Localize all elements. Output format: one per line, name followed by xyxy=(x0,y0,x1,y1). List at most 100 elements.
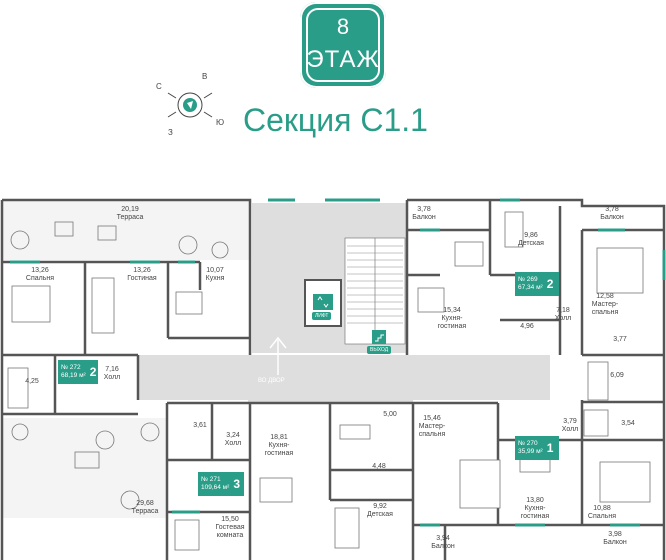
room-area: 3,61 xyxy=(193,422,207,429)
room-area: 3,78 xyxy=(417,206,431,213)
room-name: Кухня xyxy=(205,275,225,282)
room-label: 6,09 xyxy=(597,372,637,380)
room-area: 10,88 xyxy=(593,505,611,512)
lift-icon xyxy=(313,294,333,310)
compass-west: З xyxy=(168,128,173,137)
room-name: Балкон xyxy=(431,543,455,550)
stair-steps xyxy=(347,245,403,324)
room-name: Детская xyxy=(367,511,393,518)
furniture xyxy=(7,211,651,551)
room-area: 4,48 xyxy=(372,463,386,470)
room-area: 15,34 xyxy=(443,307,461,314)
stair-flight xyxy=(344,237,406,345)
room-name: Гостиная xyxy=(127,275,157,282)
bed-272 xyxy=(11,285,51,323)
windows xyxy=(10,198,666,527)
room-label: 5,00 xyxy=(370,411,410,419)
room-name: Мастер-спальня xyxy=(418,423,446,438)
room-name: Спальня xyxy=(25,275,55,282)
bed-master xyxy=(459,459,501,509)
room-area: 10,07 xyxy=(206,267,224,274)
courtyard-arrow-icon xyxy=(269,336,287,375)
terrace-top xyxy=(2,200,250,260)
room-name: Холл xyxy=(561,426,579,433)
room-area: 3,78 xyxy=(605,206,619,213)
room-label: 4,96 xyxy=(507,323,547,331)
room-area: 3,54 xyxy=(621,420,635,427)
room-label: 3,61 xyxy=(180,422,220,430)
bath-center xyxy=(339,424,371,440)
room-area: 4,25 xyxy=(25,378,39,385)
room-area: 13,80 xyxy=(526,497,544,504)
room-name: Холл xyxy=(103,374,121,381)
room-name: Терраса xyxy=(131,508,159,515)
compass: С В Ю З xyxy=(150,70,230,140)
section-title: Секция С1.1 xyxy=(243,102,428,138)
room-area: 3,77 xyxy=(613,336,627,343)
corridor-edge xyxy=(248,398,413,404)
room-area: 3,79 xyxy=(563,418,577,425)
room-area: 15,46 xyxy=(423,415,441,422)
bed-270 xyxy=(599,461,651,503)
room-area: 29,68 xyxy=(136,500,154,507)
compass-rose-icon xyxy=(167,92,213,118)
room-name: Кухня-гостиная xyxy=(264,442,294,457)
room-name: Кухня-гостиная xyxy=(437,315,467,330)
room-label: 4,25 xyxy=(12,378,52,386)
room-name: Спальня xyxy=(587,513,617,520)
room-area: 9,86 xyxy=(524,232,538,239)
room-area: 3,94 xyxy=(436,535,450,542)
corridor xyxy=(138,355,550,400)
room-area: 13,26 xyxy=(133,267,151,274)
room-name: Балкон xyxy=(603,539,627,546)
room-area: 4,96 xyxy=(520,323,534,330)
compass-south: Ю xyxy=(216,118,225,127)
floor-badge: 8 ЭТАЖ xyxy=(300,2,386,88)
room-name: Гостевая комната xyxy=(215,524,245,539)
table-271 xyxy=(259,477,293,503)
room-label: 3,77 xyxy=(600,336,640,344)
floor-label: ЭТАЖ xyxy=(306,46,380,73)
bed-child-269 xyxy=(504,211,524,248)
bed-guest xyxy=(174,519,200,551)
sofa-269 xyxy=(454,241,484,267)
bath-272 xyxy=(7,367,29,409)
walls xyxy=(0,198,666,560)
lift-sign: ЛИФТ xyxy=(312,312,332,320)
room-area: 18,81 xyxy=(270,434,288,441)
bath-270 xyxy=(583,409,609,437)
plants xyxy=(10,221,229,510)
room-name: Балкон xyxy=(412,214,436,221)
bath-269 xyxy=(587,361,609,401)
compass-north: С xyxy=(156,82,162,91)
courtyard-sign: ВО ДВОР xyxy=(258,378,285,384)
floor-number: 8 xyxy=(336,14,350,39)
exit-sign: ВЫХОД xyxy=(367,346,392,354)
room-area: 12,58 xyxy=(596,293,614,300)
room-area: 15,50 xyxy=(221,516,239,523)
exit-icon xyxy=(372,330,386,344)
room-label: 3,54 xyxy=(608,420,648,428)
room-name: Терраса xyxy=(116,214,144,221)
bed-child xyxy=(334,507,360,549)
